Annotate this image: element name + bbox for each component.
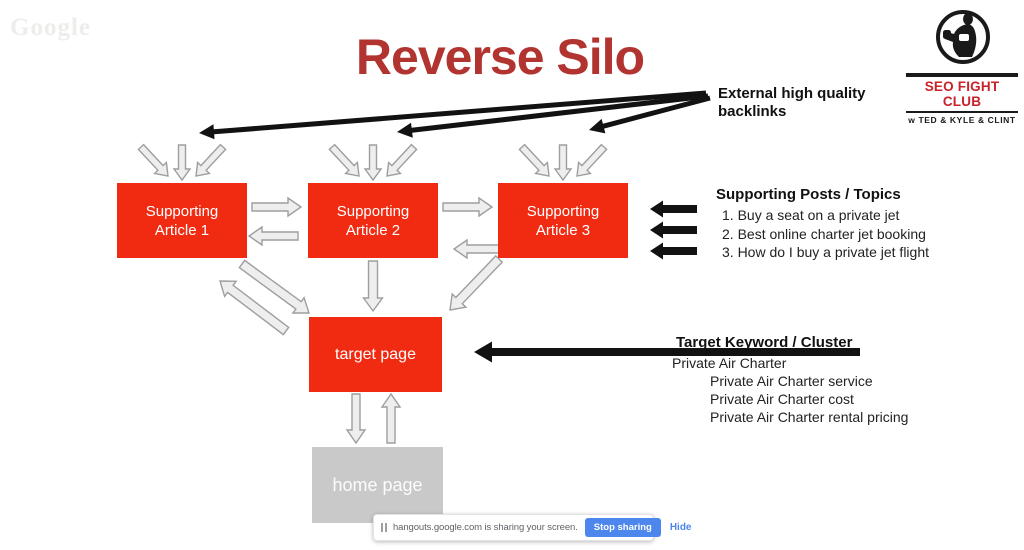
target-keyword-item: Private Air Charter service: [710, 373, 873, 389]
box-label: Article 2: [345, 221, 401, 239]
target-keyword-item: Private Air Charter rental pricing: [710, 409, 909, 425]
link-a3-a2-back: [452, 238, 504, 260]
link-home-target: [380, 392, 402, 444]
target-keyword-list: Target Keyword / Cluster Private Air Cha…: [672, 334, 908, 426]
inbound-arrow-1-mid: [172, 144, 192, 182]
supporting-article-3-box: Supporting Article 3: [498, 183, 628, 258]
target-keyword-item: Private Air Charter cost: [710, 391, 854, 407]
link-a2-a1-back: [247, 225, 299, 247]
box-label: Article 3: [535, 221, 591, 239]
home-page-box: home page: [312, 447, 443, 523]
boxer-icon: [936, 10, 990, 64]
link-a1-target: [238, 259, 310, 314]
box-label: Article 1: [154, 221, 210, 239]
link-a2-a3-forward: [442, 196, 494, 218]
inbound-arrow-3-right: [576, 143, 608, 177]
link-target-home: [345, 393, 367, 445]
target-keyword-main: Private Air Charter: [672, 355, 787, 371]
logo-divider-top: [906, 73, 1018, 77]
box-label: Supporting: [526, 202, 600, 220]
supporting-posts-list: Supporting Posts / Topics 1. Buy a seat …: [716, 186, 929, 262]
supporting-posts-title: Supporting Posts / Topics: [716, 186, 901, 203]
supporting-topic-arrow-1: [650, 200, 697, 218]
backlink-arrow-1: [199, 90, 707, 140]
supporting-post-item: 1. Buy a seat on a private jet: [722, 207, 900, 223]
logo-name: SEO FIGHT CLUB: [924, 79, 1000, 109]
inbound-arrow-2-mid: [363, 144, 383, 182]
supporting-topic-arrow-2: [650, 221, 697, 239]
inbound-arrow-2-right: [386, 143, 418, 177]
pause-icon: [381, 523, 387, 532]
box-label: Supporting: [145, 202, 219, 220]
box-label: Supporting: [336, 202, 410, 220]
logo-divider-bottom: [906, 111, 1018, 113]
target-page-box: target page: [309, 317, 442, 392]
supporting-topic-arrow-3: [650, 242, 697, 260]
screen-share-notification: hangouts.google.com is sharing your scre…: [373, 514, 692, 541]
backlink-arrow-3: [589, 95, 711, 134]
inbound-arrow-1-left: [137, 143, 169, 177]
backlinks-label: External high quality backlinks: [718, 85, 866, 120]
inbound-arrow-1-right: [195, 143, 227, 177]
google-watermark: Google: [10, 14, 91, 41]
page-title: Reverse Silo: [355, 29, 645, 85]
supporting-article-2-box: Supporting Article 2: [308, 183, 438, 258]
inbound-arrow-2-left: [328, 143, 360, 177]
supporting-post-item: 2. Best online charter jet booking: [722, 225, 926, 242]
box-label: home page: [332, 474, 423, 495]
stop-sharing-button[interactable]: Stop sharing: [584, 518, 661, 537]
inbound-arrow-3-left: [518, 143, 550, 177]
link-a3-target: [449, 254, 504, 311]
inbound-arrow-3-mid: [553, 144, 573, 182]
box-label: target page: [335, 346, 416, 363]
seo-fight-club-logo: SEO FIGHT CLUB w TED & KYLE & CLINT: [904, 4, 1020, 125]
supporting-article-1-box: Supporting Article 1: [117, 183, 247, 258]
target-keyword-title: Target Keyword / Cluster: [676, 334, 853, 351]
backlink-arrow-2: [397, 93, 709, 138]
link-a1-a2-forward: [251, 196, 303, 218]
supporting-post-item: 3. How do I buy a private jet flight: [722, 244, 929, 260]
link-a2-target: [362, 260, 384, 313]
logo-tagline: w TED & KYLE & CLINT: [908, 115, 1016, 125]
hide-button[interactable]: Hide: [669, 522, 692, 533]
notification-message: hangouts.google.com is sharing your scre…: [393, 522, 578, 533]
link-target-a1: [219, 280, 290, 336]
